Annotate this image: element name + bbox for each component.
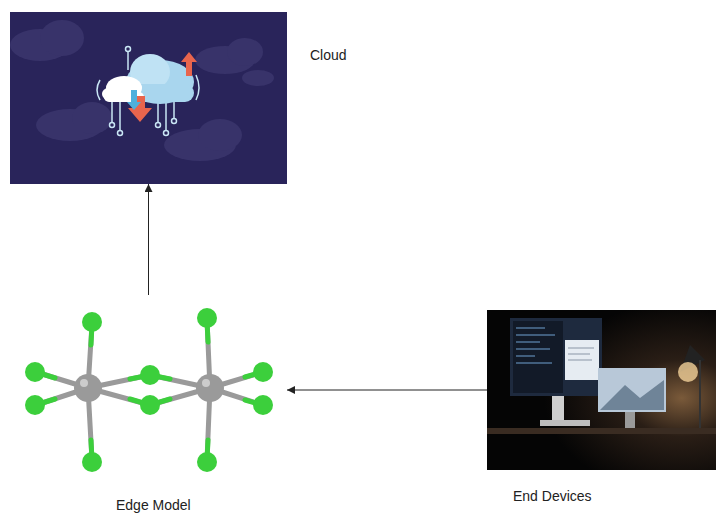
image-node: Edge Model — [20, 295, 287, 475]
molecule-illustration — [25, 308, 273, 472]
cloud-illustration — [10, 12, 287, 184]
desk-photo — [487, 310, 716, 470]
arrow-connector — [287, 390, 487, 391]
node-label: Cloud — [310, 47, 347, 63]
arrow-connector — [148, 184, 149, 295]
node-label: Edge Model — [116, 497, 191, 513]
image-node: End Devices — [487, 310, 716, 470]
node-label: End Devices — [513, 488, 592, 504]
image-node: Cloud — [10, 12, 287, 184]
